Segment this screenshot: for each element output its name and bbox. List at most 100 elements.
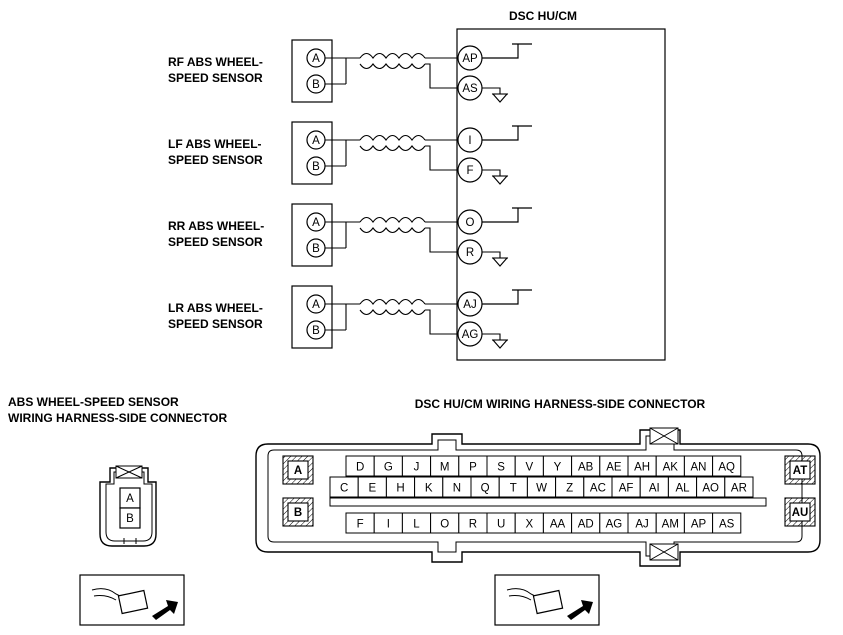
sensor-connector-title-line1: ABS WHEEL-SPEED SENSOR bbox=[8, 395, 179, 409]
hu-ground-pin: F bbox=[466, 165, 473, 177]
connector-cell-label: AS bbox=[719, 519, 735, 531]
connector-cell-label: AH bbox=[634, 462, 650, 474]
connector-cell-label: Y bbox=[554, 462, 562, 474]
connector-cell-label: AQ bbox=[718, 462, 735, 474]
sensor-label-line1: RR ABS WHEEL- bbox=[168, 219, 264, 233]
ground-icon bbox=[482, 251, 509, 267]
connector-cell-label: AI bbox=[649, 483, 660, 495]
connector-cell-label: L bbox=[413, 519, 420, 531]
sensor-pin-a: A bbox=[312, 217, 320, 229]
sensor-pin-b: B bbox=[312, 161, 320, 173]
sensor-label-line2: SPEED SENSOR bbox=[168, 71, 263, 85]
tab-label: AT bbox=[793, 465, 807, 477]
connector-cell-label: AC bbox=[590, 483, 606, 495]
connector-cell-label: AJ bbox=[635, 519, 648, 531]
sensor-connector-title-line2: WIRING HARNESS-SIDE CONNECTOR bbox=[8, 411, 227, 425]
connector-cell-label: O bbox=[440, 519, 449, 531]
connector-cell-label: W bbox=[536, 483, 547, 495]
connector-cell-label: M bbox=[440, 462, 450, 474]
power-tap-icon bbox=[482, 125, 532, 141]
connector-cell-label: AM bbox=[662, 519, 679, 531]
sensor-pin-a: A bbox=[312, 53, 320, 65]
hu-signal-pin: I bbox=[468, 135, 471, 147]
connector-cell-label: J bbox=[414, 462, 420, 474]
connector-view-icon-right bbox=[494, 574, 600, 626]
connector-cell-label: N bbox=[453, 483, 461, 495]
connector-cell bbox=[724, 476, 754, 498]
power-tap-icon bbox=[482, 289, 532, 305]
module-title: DSC HU/CM bbox=[509, 9, 577, 23]
hu-connector bbox=[255, 427, 821, 567]
sensor-pin-b: B bbox=[312, 243, 320, 255]
connector-cell-label: P bbox=[469, 462, 477, 474]
connector-cell-label: AE bbox=[606, 462, 622, 474]
connector-cell-label: F bbox=[357, 519, 364, 531]
connector-cell-label: AP bbox=[691, 519, 707, 531]
connector-cell-label: AG bbox=[606, 519, 623, 531]
hu-signal-pin: AP bbox=[462, 53, 478, 65]
connector-cell-label: Z bbox=[566, 483, 573, 495]
connector-cell-label: K bbox=[425, 483, 433, 495]
sensor-box bbox=[291, 203, 333, 267]
connector-cell-label: V bbox=[525, 462, 533, 474]
connector-cell bbox=[712, 512, 742, 534]
twisted-pair-wire bbox=[325, 134, 448, 171]
tab-au: AU bbox=[784, 497, 816, 527]
twisted-pair-wire bbox=[325, 52, 448, 89]
sensor-label-line1: LF ABS WHEEL- bbox=[168, 137, 262, 151]
tab-b: B bbox=[282, 497, 314, 527]
connector-cell-label: H bbox=[396, 483, 404, 495]
tab-a: A bbox=[282, 455, 314, 485]
twisted-pair-wire bbox=[325, 298, 448, 335]
connector-cell-label: AD bbox=[578, 519, 594, 531]
connector-cell-label: AF bbox=[619, 483, 634, 495]
connector-cell-label: AN bbox=[691, 462, 707, 474]
ground-icon bbox=[482, 333, 509, 349]
sensor-box bbox=[291, 121, 333, 185]
ground-icon bbox=[482, 87, 509, 103]
sensor-pin-b: B bbox=[312, 79, 320, 91]
hu-signal-pin: AJ bbox=[463, 299, 476, 311]
hu-ground-pin: R bbox=[466, 247, 474, 259]
connector-cell-label: AR bbox=[731, 483, 747, 495]
tab-label: A bbox=[294, 465, 302, 477]
sensor-label-line1: RF ABS WHEEL- bbox=[168, 55, 263, 69]
hu-signal-pin: O bbox=[466, 217, 475, 229]
sensor-pin-b: B bbox=[312, 325, 320, 337]
sensor-label-line2: SPEED SENSOR bbox=[168, 235, 263, 249]
twisted-pair-wire bbox=[325, 216, 448, 253]
connector-cell-label: AO bbox=[702, 483, 719, 495]
connector-cell-label: I bbox=[387, 519, 390, 531]
connector-cell-label: E bbox=[368, 483, 376, 495]
ground-icon bbox=[482, 169, 509, 185]
connector-cell-label: AA bbox=[550, 519, 566, 531]
connector-cell-label: U bbox=[497, 519, 505, 531]
tab-label: AU bbox=[792, 507, 809, 519]
module-box bbox=[456, 28, 666, 361]
sensor-label-line2: SPEED SENSOR bbox=[168, 317, 263, 331]
connector-cell-label: D bbox=[356, 462, 364, 474]
sensor-connector-pin-a: A bbox=[126, 493, 134, 505]
connector-cell-label: Q bbox=[481, 483, 490, 495]
power-tap-icon bbox=[482, 43, 532, 59]
tab-at: AT bbox=[784, 455, 816, 485]
connector-view-icon-left bbox=[79, 574, 185, 626]
sensor-pin-a: A bbox=[312, 299, 320, 311]
sensor-label-line1: LR ABS WHEEL- bbox=[168, 301, 263, 315]
sensor-group: RR ABS WHEEL- SPEED SENSOR A B O R bbox=[168, 203, 532, 267]
sensor-connector-pin-b: B bbox=[126, 513, 134, 525]
connector-cell-label: S bbox=[497, 462, 505, 474]
sensor-connector: A B bbox=[99, 465, 157, 547]
hu-connector-title: DSC HU/CM WIRING HARNESS-SIDE CONNECTOR bbox=[415, 397, 706, 411]
connector-cell bbox=[712, 455, 742, 477]
connector-cell-label: AB bbox=[578, 462, 594, 474]
tab-label: B bbox=[294, 507, 302, 519]
sensor-box bbox=[291, 285, 333, 349]
